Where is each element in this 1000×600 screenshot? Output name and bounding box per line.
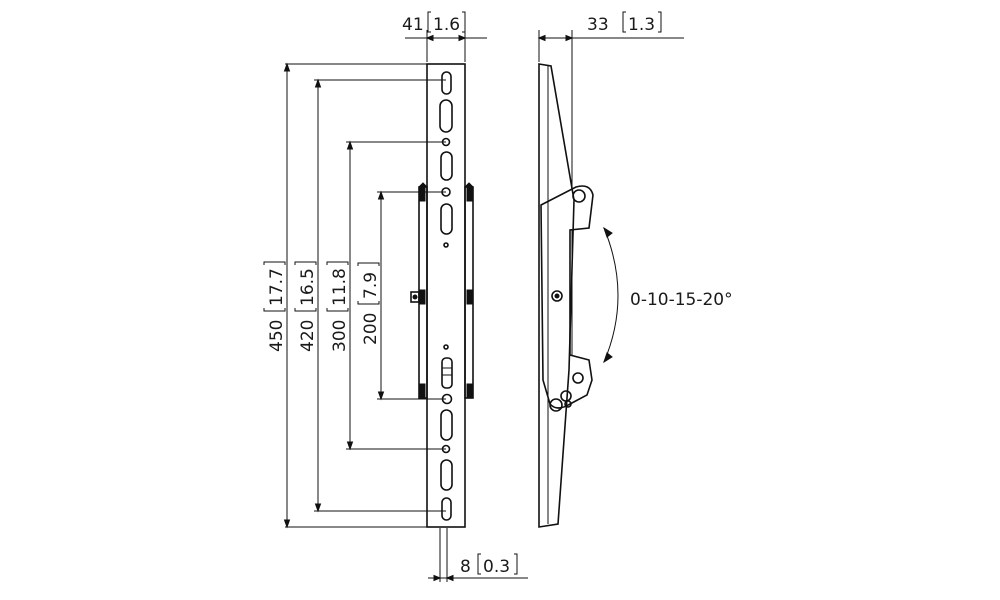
side-bracket [540,185,594,409]
dim-height-420-inch: 16.5 [298,268,318,306]
dim-height-420-value: 420 [298,320,318,352]
bracket-plate [410,182,474,399]
dim-height-200-inch: 7.9 [361,272,381,299]
dim-top-width-inch: 1.6 [433,15,460,35]
tilt-range-label: 0-10-15-20° [630,290,733,310]
front-rail [426,63,466,528]
center-knob [551,290,563,302]
front-view [410,30,474,582]
pivot-knob-top [572,189,586,203]
rail-slots [439,71,453,521]
tilt-arc [603,227,619,363]
dim-bottom-offset-value: 8 [460,557,471,577]
dim-height-200-value: 200 [361,313,381,345]
side-view: 0-10-15-20° [538,63,733,528]
dim-height-300-value: 300 [330,320,350,352]
side-rail [538,63,575,528]
pivot-knob-bottom-1 [572,372,584,384]
dimension-lines [283,30,684,582]
dim-side-depth-inch: 1.3 [628,15,655,35]
dim-side-depth-value: 33 [587,15,609,35]
dim-height-450-inch: 17.7 [267,268,287,306]
pivot-knob-bottom-3 [549,398,563,412]
dim-top-width-value: 41 [402,15,424,35]
dimension-labels: 41 1.6 33 1.3 8 0.3 450 17.7 420 16.5 30… [263,11,662,577]
dim-height-300-inch: 11.8 [330,268,350,306]
dim-height-450-value: 450 [267,320,287,352]
dim-bottom-offset-inch: 0.3 [483,557,510,577]
pivot-knob-bottom-2 [560,390,572,402]
